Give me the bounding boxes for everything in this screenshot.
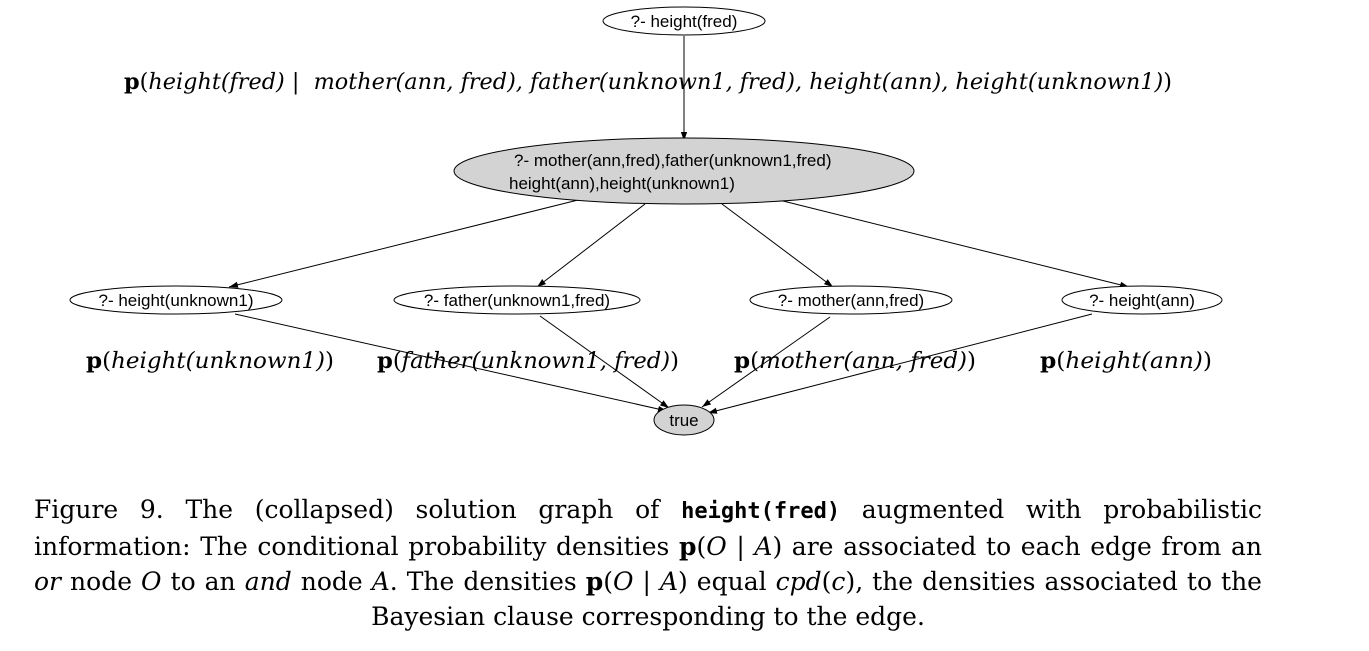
or-node-shape <box>749 285 953 315</box>
graph-edges <box>228 36 1130 414</box>
caption-text: Figure 9. The (collapsed) solution graph… <box>34 495 682 524</box>
prob-close: ) <box>967 349 976 374</box>
prob-open: ( <box>393 349 402 374</box>
prob-open: ( <box>140 70 149 95</box>
and-node-shape <box>453 137 915 205</box>
caption-text: to an <box>161 567 245 596</box>
caption-emphasis: and <box>244 567 292 596</box>
node-true-label: true <box>669 411 698 430</box>
node-height-ann-label: ?- height(ann) <box>1089 291 1195 310</box>
caption-math: cpd <box>775 567 822 596</box>
or-node-shape <box>602 6 766 36</box>
edge-height-ann-to-true <box>707 313 1093 414</box>
caption-text: ( <box>603 567 613 596</box>
prob-label-mother: p(mother(ann, fred)) <box>734 348 976 374</box>
prob-head: height(fred) <box>148 70 284 95</box>
prob-label-top: p(height(fred) | mother(ann, fred), fath… <box>124 69 1172 95</box>
prob-p: p <box>124 69 140 95</box>
prob-arg: height(ann) <box>1065 349 1203 374</box>
prob-open: ( <box>102 349 111 374</box>
prob-open: ( <box>750 349 759 374</box>
caption-math: c <box>831 567 846 596</box>
node-height-ann: ?- height(ann) <box>1061 285 1223 315</box>
prob-p: p <box>734 348 750 374</box>
caption-math: p <box>585 567 604 596</box>
true-node-shape <box>653 404 715 436</box>
prob-label-father: p(father(unknown1, fred)) <box>377 348 679 374</box>
prob-p: p <box>1040 348 1056 374</box>
caption-math: O <box>613 567 634 596</box>
node-father: ?- father(unknown1,fred) <box>393 285 641 315</box>
prob-open: ( <box>1056 349 1065 374</box>
node-height-unknown1-label: ?- height(unknown1) <box>99 291 254 310</box>
prob-close: ) <box>1163 70 1172 95</box>
caption-text: ) equal <box>678 567 776 596</box>
caption-text: ) are associated to each edge from an <box>772 532 1262 561</box>
or-node-shape <box>1061 285 1223 315</box>
prob-arg: father(unknown1, fred) <box>400 349 671 374</box>
caption-math: O <box>706 532 727 561</box>
caption-math: p <box>678 532 697 561</box>
edge-and-to-mother <box>721 203 834 288</box>
prob-arg: mother(ann, fred) <box>759 349 967 374</box>
node-height-unknown1: ?- height(unknown1) <box>69 285 283 315</box>
edge-father-to-true <box>539 315 670 409</box>
prob-close: ) <box>670 349 679 374</box>
node-query: ?- height(fred) <box>602 6 766 36</box>
edge-and-to-height-unknown1 <box>228 199 579 288</box>
caption-text: node <box>61 567 142 596</box>
caption-text: | <box>633 567 660 596</box>
node-mother: ?- mother(ann,fred) <box>749 285 953 315</box>
prob-p: p <box>86 348 102 374</box>
node-and: ?- mother(ann,fred),father(unknown1,fred… <box>453 137 915 205</box>
or-node-shape <box>69 285 283 315</box>
caption-emphasis: or <box>34 567 62 596</box>
caption-math: A <box>754 532 773 561</box>
caption-text: | <box>726 532 755 561</box>
caption-text: node <box>291 567 372 596</box>
node-and-label-line1: ?- mother(ann,fred),father(unknown1,fred… <box>514 151 832 170</box>
caption-text: ( <box>821 567 832 596</box>
prob-p: p <box>377 348 393 374</box>
figure-caption: Figure 9. The (collapsed) solution graph… <box>34 492 1262 634</box>
prob-body: mother(ann, fred), father(unknown1, fred… <box>314 70 1164 95</box>
caption-math: A <box>659 567 679 596</box>
prob-close: ) <box>325 349 334 374</box>
caption-text: . The densities <box>389 567 586 596</box>
prob-label-height-unknown1: p(height(unknown1)) <box>86 348 334 374</box>
or-node-shape <box>393 285 641 315</box>
edge-height-unknown1-to-true <box>234 313 668 413</box>
prob-label-height-ann: p(height(ann)) <box>1040 348 1212 374</box>
caption-math: O <box>141 567 162 596</box>
node-query-label: ?- height(fred) <box>631 12 738 31</box>
node-and-label-line2: height(ann),height(unknown1) <box>509 174 735 193</box>
edge-and-to-height-ann <box>778 199 1130 288</box>
prob-arg: height(unknown1) <box>111 349 325 374</box>
node-father-label: ?- father(unknown1,fred) <box>424 291 610 310</box>
node-mother-label: ?- mother(ann,fred) <box>778 291 924 310</box>
caption-math: A <box>371 567 390 596</box>
edge-and-to-father <box>536 203 646 288</box>
caption-text: ( <box>696 532 707 561</box>
edge-mother-to-true <box>701 316 831 408</box>
node-true: true <box>653 404 715 436</box>
caption-text: ), the densities associated to the Bayes… <box>371 567 1262 631</box>
caption-text: augmented with probabilistic information… <box>34 495 1262 561</box>
caption-code: height(fred) <box>681 499 841 524</box>
prob-bar: | <box>285 70 314 95</box>
prob-close: ) <box>1203 349 1212 374</box>
